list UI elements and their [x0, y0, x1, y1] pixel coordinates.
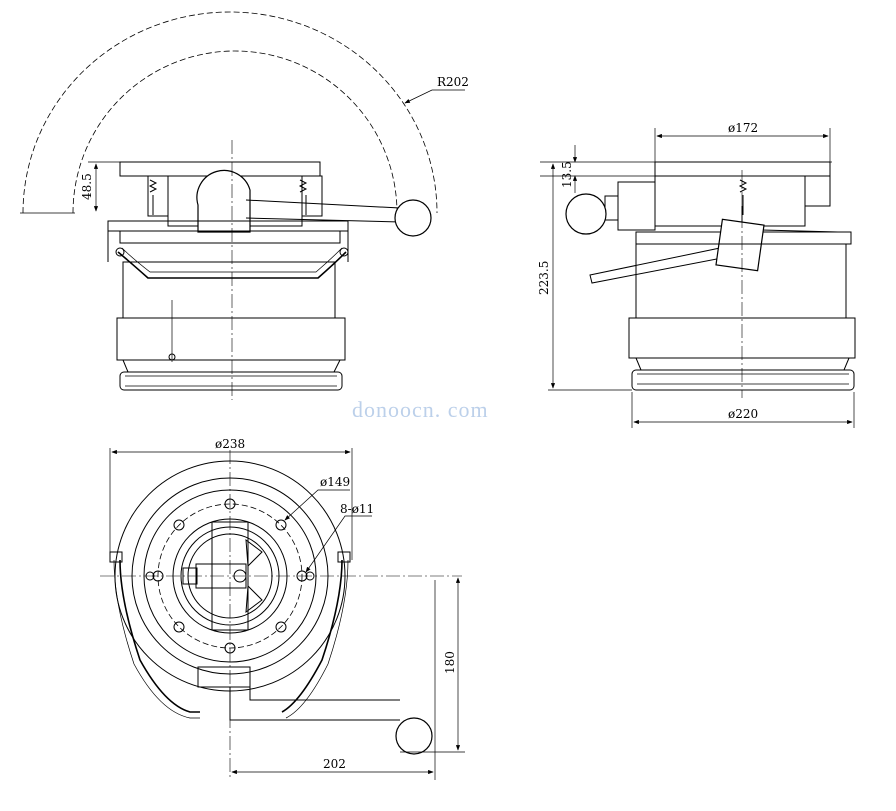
gap-label: 13.5 [560, 161, 574, 188]
front-lever-hub [196, 169, 251, 233]
height-48-label: 48.5 [80, 173, 94, 200]
front-handle-knob [394, 199, 432, 237]
bolt-circle-label: ø149 [320, 475, 350, 489]
plan-view: ø238 ø149 8-ø11 [100, 437, 465, 780]
watermark: donoocn. com [352, 397, 489, 422]
handle-length-label: 202 [323, 757, 346, 771]
bottom-dia-label: ø220 [728, 407, 758, 421]
offset-label: 180 [443, 651, 457, 674]
front-view: R202 48.5 [20, 11, 469, 400]
swing-arc-outer [22, 11, 438, 214]
plan-handle-knob [395, 717, 433, 755]
wire-bail [117, 251, 347, 279]
top-dia-label: ø172 [728, 121, 758, 135]
swing-arc-inner [72, 50, 398, 214]
holes-label: 8-ø11 [340, 502, 374, 516]
side-handle-knob [565, 193, 607, 235]
height-223-label: 223.5 [537, 261, 551, 295]
side-view: ø172 13.5 223.5 [537, 121, 856, 428]
outer-dia-label: ø238 [215, 437, 245, 451]
side-lever-block [715, 218, 765, 272]
radius-label: R202 [437, 75, 469, 89]
radius-leader [404, 89, 465, 104]
plan-wire-bail [119, 559, 343, 713]
